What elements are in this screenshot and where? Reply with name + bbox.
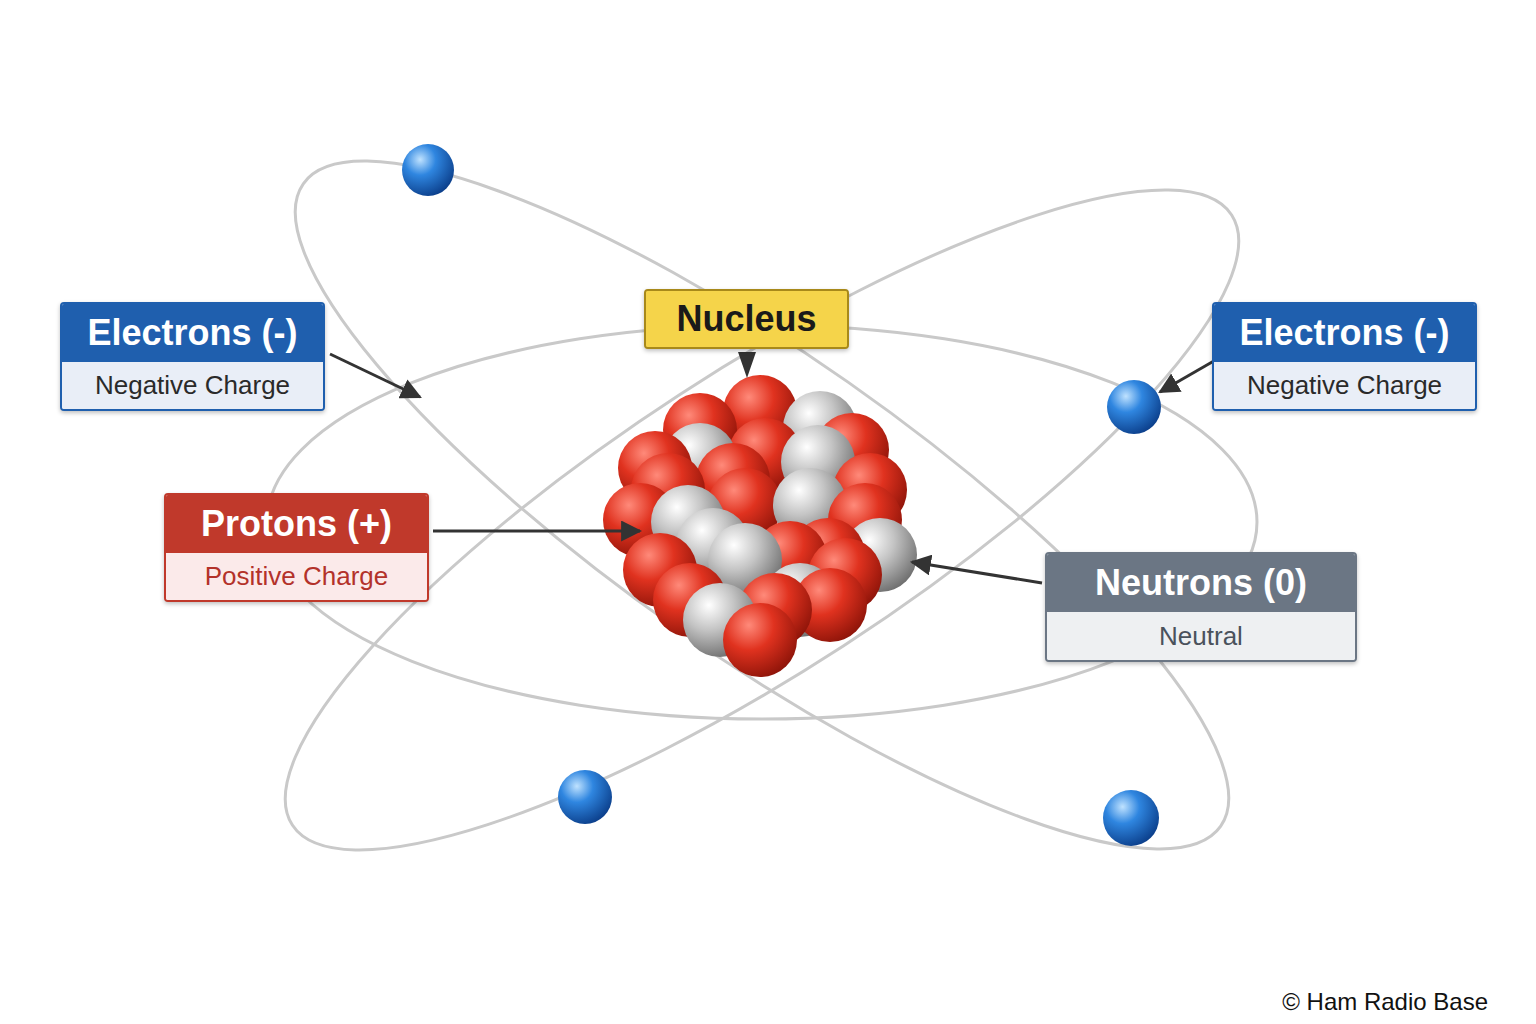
box-subtitle: Negative Charge: [1214, 362, 1475, 409]
box-heading: Protons (+): [166, 495, 427, 553]
electrons: [402, 144, 1161, 846]
nucleus-cluster: [603, 375, 917, 677]
electron: [1107, 380, 1161, 434]
leader-lines: [330, 354, 1226, 583]
copyright-note: © Ham Radio Base: [1282, 988, 1488, 1016]
electron-label-box: Electrons (-)Negative Charge: [60, 302, 325, 411]
neutron-label-box: Neutrons (0)Neutral: [1045, 552, 1357, 662]
electron: [1103, 790, 1159, 846]
box-heading: Nucleus: [646, 291, 847, 347]
electron: [558, 770, 612, 824]
box-heading: Electrons (-): [62, 304, 323, 362]
box-heading: Electrons (-): [1214, 304, 1475, 362]
electron: [402, 144, 454, 196]
nucleus-pointer: [738, 352, 756, 378]
box-subtitle: Negative Charge: [62, 362, 323, 409]
proton-sphere: [723, 603, 797, 677]
leader-line: [330, 354, 420, 397]
box-subtitle: Positive Charge: [166, 553, 427, 600]
leader-line: [433, 530, 640, 533]
electron-label-box: Electrons (-)Negative Charge: [1212, 302, 1477, 411]
box-heading: Neutrons (0): [1047, 554, 1355, 612]
proton-label-box: Protons (+)Positive Charge: [164, 493, 429, 602]
leader-line: [912, 562, 1042, 583]
nucleus-label-box: Nucleus: [644, 289, 849, 349]
box-subtitle: Neutral: [1047, 612, 1355, 660]
